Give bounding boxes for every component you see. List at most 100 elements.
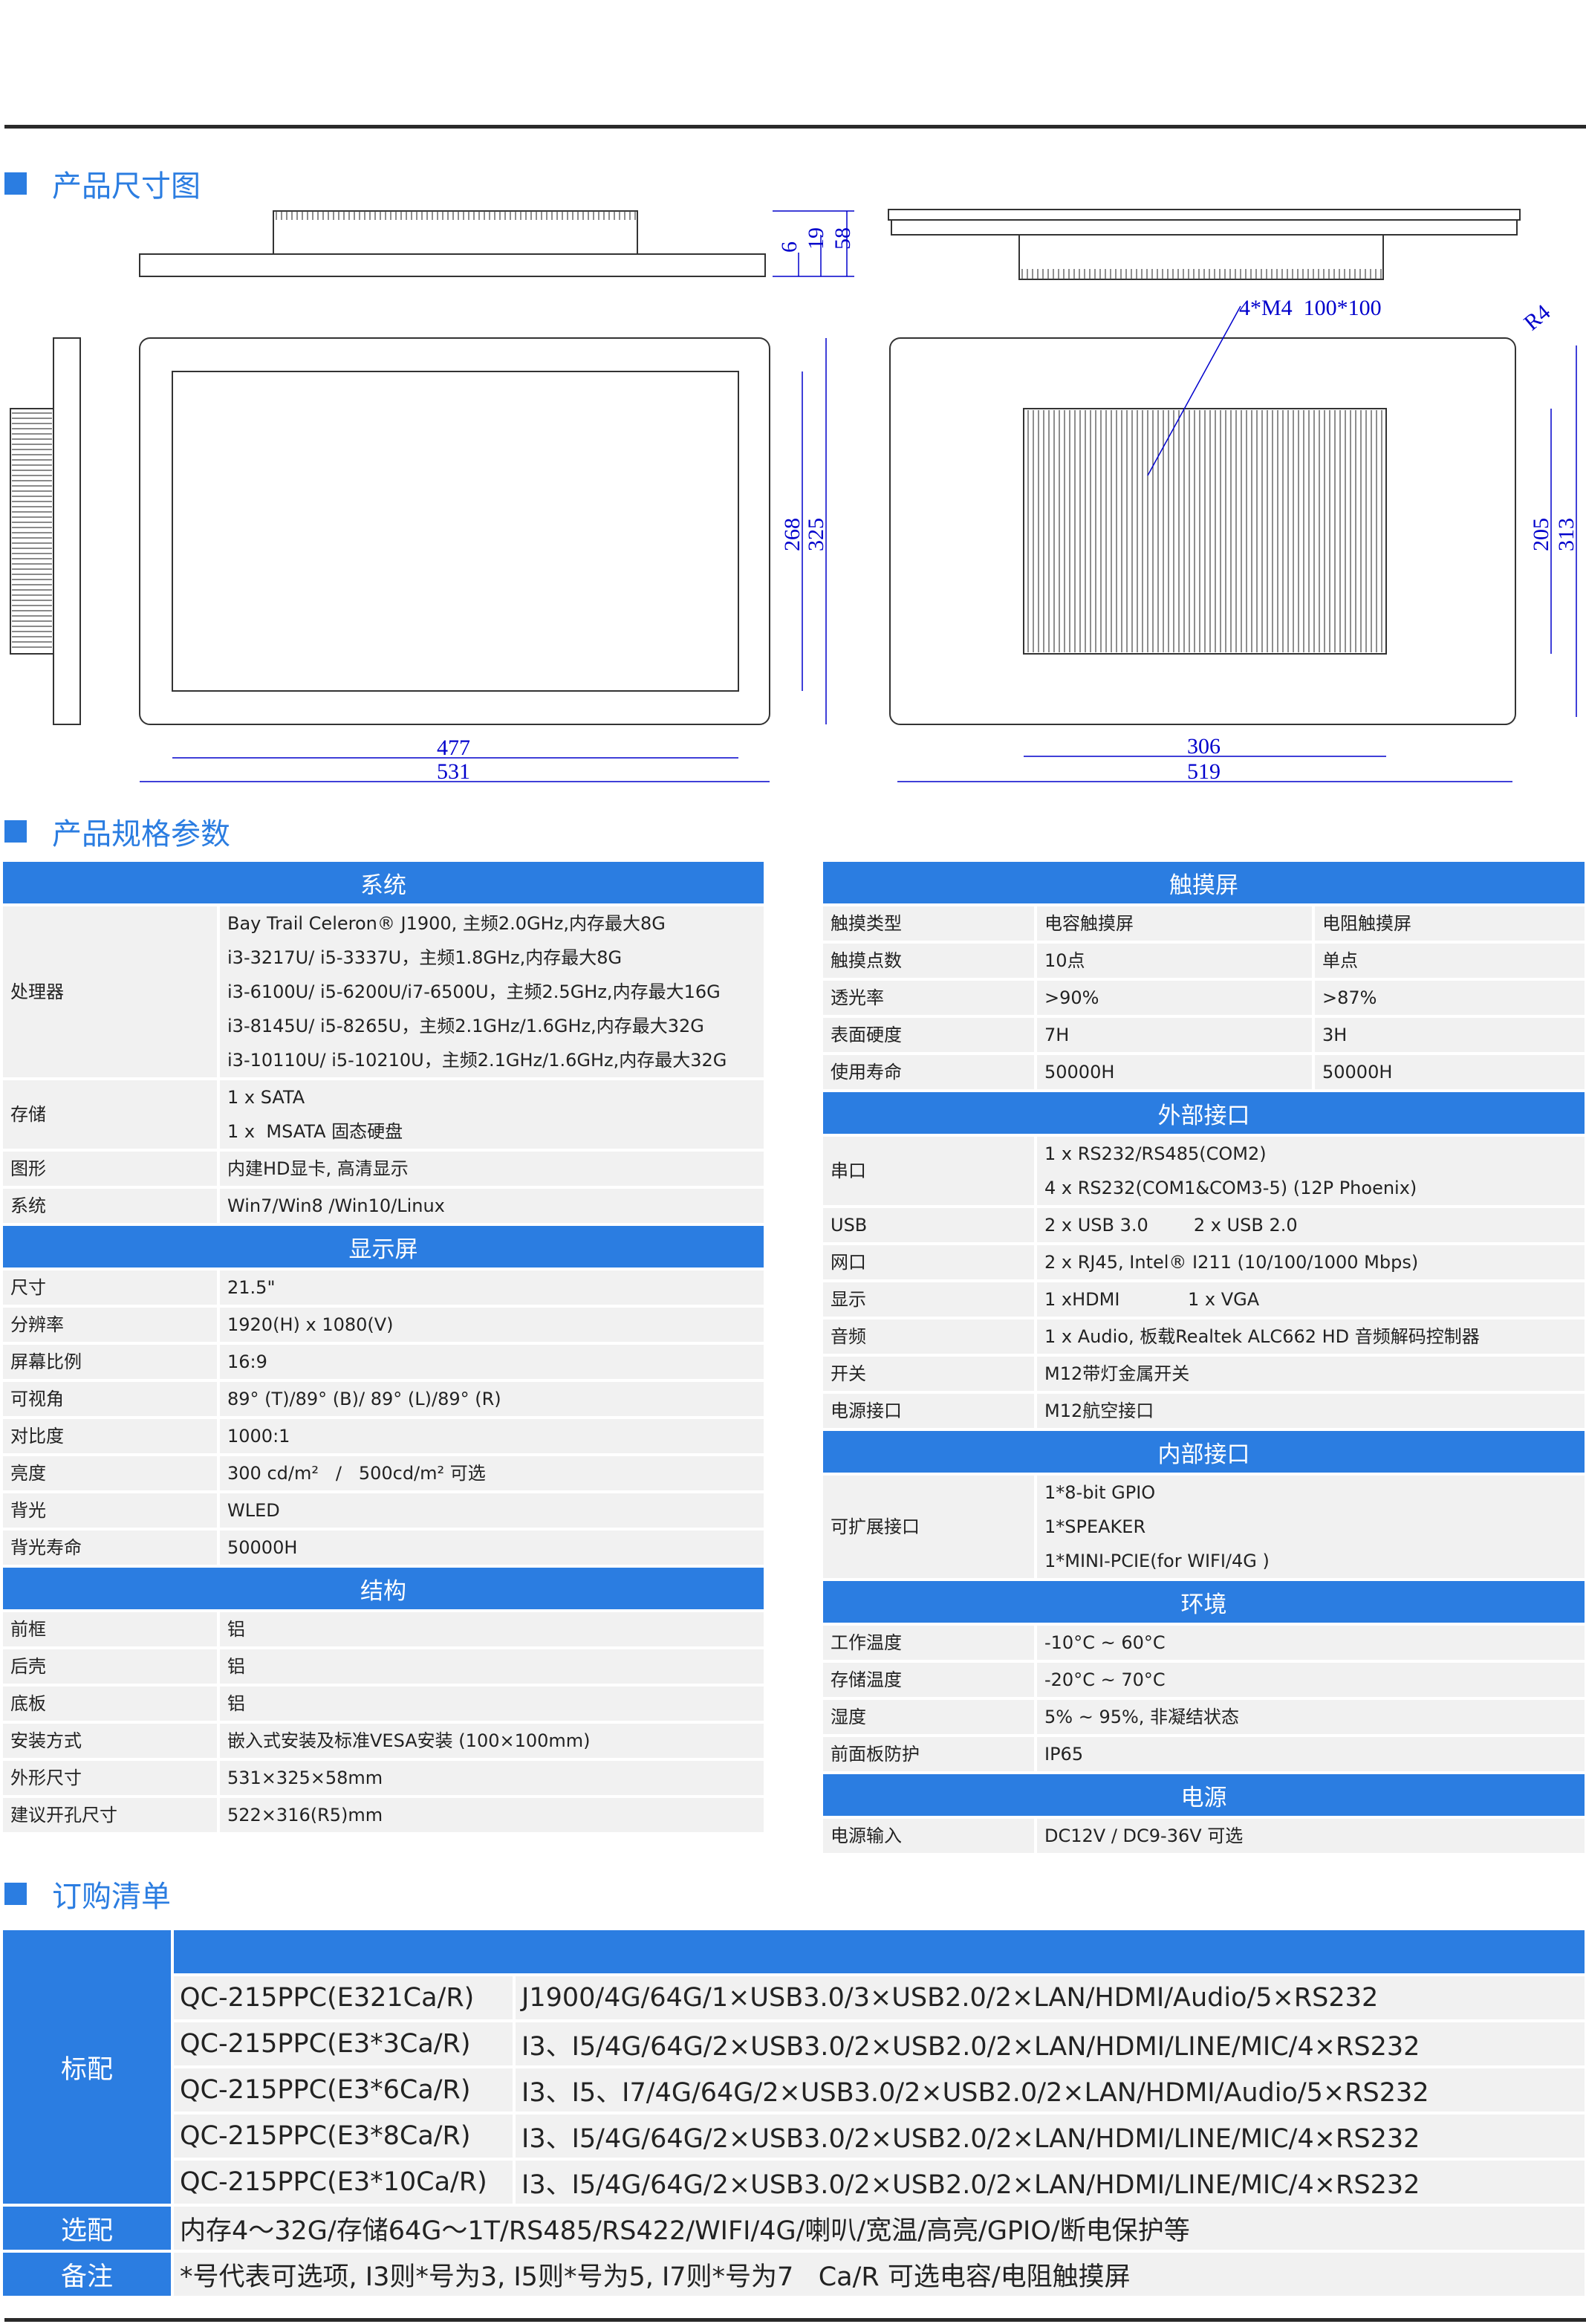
spec-value: 1 x RS232/RS485(COM2)4 x RS232(COM1&COM3… [1037, 1137, 1585, 1205]
spec-value-a: 电容触摸屏 [1037, 906, 1315, 941]
spec-value: 2 x USB 3.0 2 x USB 2.0 [1037, 1208, 1585, 1242]
rear-top-body [891, 219, 1518, 236]
rear-view-frame [889, 337, 1516, 725]
order-row: QC-215PPC(E3*3Ca/R)I3、I5/4G/64G/2×USB3.0… [3, 2022, 1585, 2065]
spec-label: 触摸点数 [823, 944, 1037, 978]
spec-row: 安装方式嵌入式安装及标准VESA安装 (100×100mm) [3, 1724, 764, 1758]
spec-label: 分辨率 [3, 1308, 220, 1342]
section-header-internal: 内部接口 [823, 1431, 1585, 1473]
section-title-dimensions: 产品尺寸图 [4, 162, 201, 205]
spec-label: 前框 [3, 1612, 220, 1646]
section-header-label: 触摸屏 [823, 862, 1585, 903]
spec-label: 电源输入 [823, 1819, 1037, 1853]
dim-519: 519 [1187, 759, 1221, 784]
section-header-label: 环境 [823, 1581, 1585, 1623]
optional-row: 选配内存4～32G/存储64G～1T/RS485/RS422/WIFI/4G/喇… [3, 2207, 1585, 2250]
spec-value-b: 电阻触摸屏 [1315, 906, 1585, 941]
spec-label: 图形 [3, 1152, 220, 1186]
section-header-external: 外部接口 [823, 1092, 1585, 1134]
dim-58: 58 [831, 227, 855, 250]
dim-268: 268 [780, 518, 805, 551]
spec-value: -10°C ~ 60°C [1037, 1626, 1585, 1660]
spec-label: 系统 [3, 1189, 220, 1223]
spec-label: 表面硬度 [823, 1018, 1037, 1052]
spec-value: M12带灯金属开关 [1037, 1357, 1585, 1391]
dimension-drawings: 6 19 58 268 325 477 531 205 313 306 519 … [10, 209, 1579, 784]
section-marker-icon [4, 1883, 27, 1905]
spec-value-b: 3H [1315, 1018, 1585, 1052]
dim-477: 477 [437, 736, 470, 760]
spec-value: 5% ~ 95%, 非凝结状态 [1037, 1700, 1585, 1734]
bottom-rule [4, 2318, 1586, 2322]
spec-label: 屏幕比例 [3, 1345, 220, 1379]
spec-label: 存储温度 [823, 1663, 1037, 1697]
dim-205: 205 [1529, 518, 1553, 551]
order-row: QC-215PPC(E3*8Ca/R)I3、I5/4G/64G/2×USB3.0… [3, 2114, 1585, 2158]
section-header-label: 显示屏 [3, 1226, 764, 1268]
section-header-power: 电源 [823, 1774, 1585, 1816]
section-header-touch: 触摸屏 [823, 862, 1585, 903]
spec-label: 底板 [3, 1687, 220, 1721]
order-row: QC-215PPC(E3*6Ca/R)I3、I5、I7/4G/64G/2×USB… [3, 2068, 1585, 2112]
spec-value: 522×316(R5)mm [220, 1798, 764, 1832]
spec-value-b: >87% [1315, 981, 1585, 1015]
spec-label: 触摸类型 [823, 906, 1037, 941]
spec-label: 尺寸 [3, 1270, 220, 1305]
spec-value-b: 单点 [1315, 944, 1585, 978]
mount-note: 4*M4 100*100 [1239, 296, 1382, 320]
rear-top-io-box [1018, 234, 1384, 280]
spec-label: 音频 [823, 1320, 1037, 1354]
section-title-order: 订购清单 [4, 1872, 171, 1915]
section-header-display: 显示屏 [3, 1226, 764, 1268]
dimension-lines [140, 210, 1577, 782]
top-rule [4, 125, 1586, 129]
note-row: 备注*号代表可选项, I3则*号为3, I5则*号为5, I7则*号为7 Ca/… [3, 2253, 1585, 2296]
spec-label: 安装方式 [3, 1724, 220, 1758]
spec-value: 89° (T)/89° (B)/ 89° (L)/89° (R) [220, 1382, 764, 1416]
radius-note: R4 [1519, 300, 1555, 336]
spec-row: 前框铝 [3, 1612, 764, 1646]
spec-row: 后壳铝 [3, 1649, 764, 1684]
spec-label: 开关 [823, 1357, 1037, 1391]
spec-value: 1920(H) x 1080(V) [220, 1308, 764, 1342]
section-header-label: 电源 [823, 1774, 1585, 1816]
dim-325: 325 [804, 518, 828, 551]
spec-label: 可扩展接口 [823, 1476, 1037, 1578]
spec-value: Bay Trail Celeron® J1900, 主频2.0GHz,内存最大8… [220, 906, 764, 1077]
order-table: 标配 QC-215PPC(E321Ca/R)J1900/4G/64G/1×USB… [3, 1927, 1585, 2299]
spec-label: 存储 [3, 1080, 220, 1149]
spec-label: 后壳 [3, 1649, 220, 1684]
front-view-screen [172, 371, 739, 692]
spec-value-a: >90% [1037, 981, 1315, 1015]
spec-label: 外形尺寸 [3, 1761, 220, 1795]
spec-value: 1 x Audio, 板载Realtek ALC662 HD 音频解码控制器 [1037, 1320, 1585, 1354]
order-header-bar [174, 1930, 1585, 1973]
side-view-panel [139, 253, 766, 277]
spec-label: 对比度 [3, 1419, 220, 1453]
spec-label: 背光寿命 [3, 1531, 220, 1565]
spec-label: 电源接口 [823, 1394, 1037, 1428]
rear-view-heatsink [1023, 408, 1387, 655]
spec-label: 串口 [823, 1137, 1037, 1205]
spec-label: 背光 [3, 1493, 220, 1528]
order-row: QC-215PPC(E3*10Ca/R)I3、I5/4G/64G/2×USB3.… [3, 2161, 1585, 2204]
